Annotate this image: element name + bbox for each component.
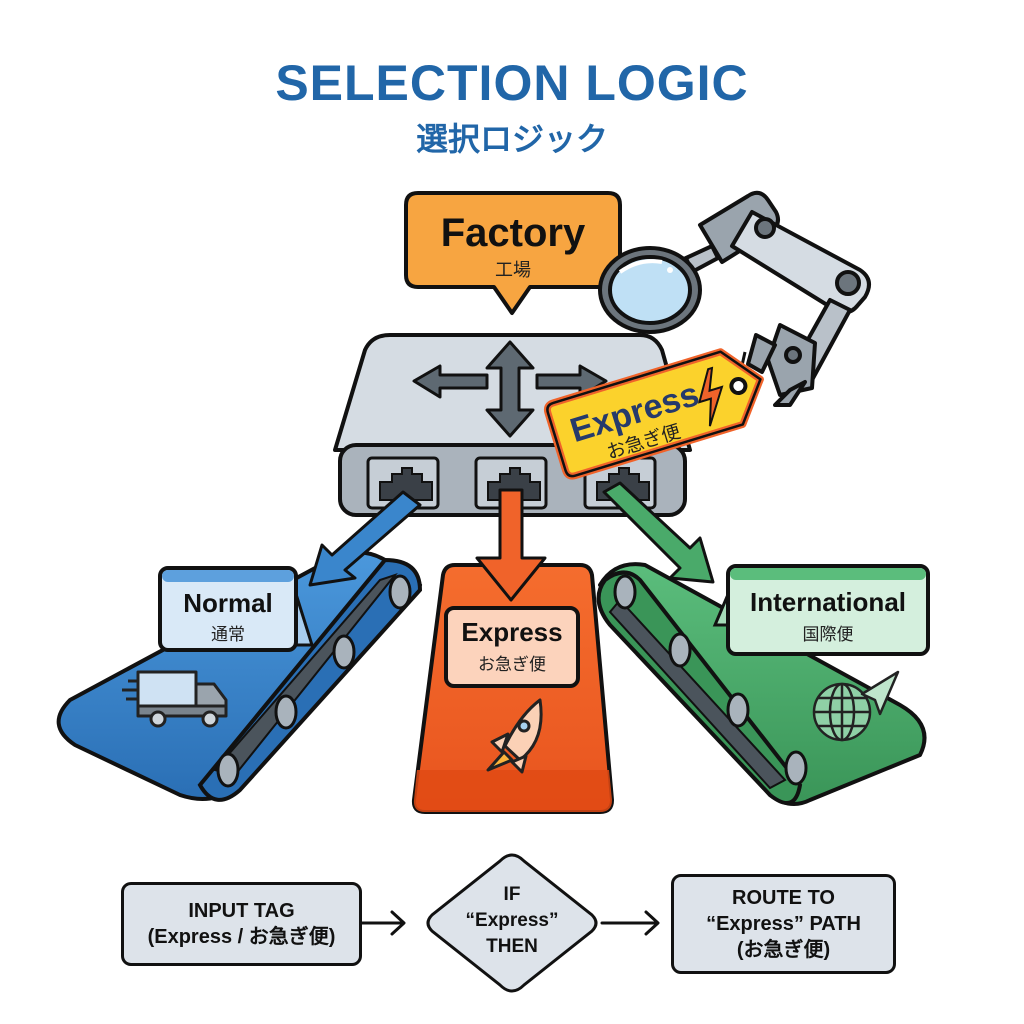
flow-route-box: ROUTE TO “Express” PATH (お急ぎ便) — [671, 874, 896, 974]
lane-international-label: International — [750, 587, 906, 617]
decision-line1: IF — [504, 884, 521, 905]
decision-line2: “Express” — [466, 910, 559, 931]
factory-speech-bubble: Factory 工場 — [404, 191, 622, 315]
globe-paper-plane-icon — [812, 670, 900, 742]
chute-express — [411, 563, 614, 814]
input-tag-line2: (Express / お急ぎ便) — [147, 926, 336, 948]
conveyor-rollers — [216, 574, 412, 788]
page-title: SELECTION LOGIC — [275, 55, 749, 111]
flow-decision-diamond: IF “Express” THEN — [426, 853, 598, 993]
conveyor-international — [596, 562, 927, 806]
factory-label: Factory — [441, 211, 586, 255]
lane-express-card[interactable]: Express お急ぎ便 — [444, 606, 580, 688]
robot-arm-icon — [698, 190, 871, 407]
magnifying-glass-icon — [598, 243, 721, 334]
lane-express-label: Express — [461, 617, 562, 647]
lane-normal-label: Normal — [183, 588, 273, 618]
route-line1: ROUTE TO — [732, 887, 835, 909]
rocket-icon — [486, 698, 543, 774]
conveyor-rollers — [613, 574, 808, 786]
flow-input-tag-box: INPUT TAG (Express / お急ぎ便) — [121, 882, 362, 966]
conveyor-normal — [56, 550, 423, 802]
delivery-truck-icon — [122, 670, 228, 728]
route-line3: (お急ぎ便) — [736, 939, 831, 961]
lane-international-card[interactable]: International 国際便 — [712, 564, 930, 656]
input-tag-line1: INPUT TAG — [188, 900, 295, 922]
arrow-to-international — [602, 481, 715, 584]
factory-label-jp: 工場 — [495, 260, 531, 281]
lane-normal-label-jp: 通常 — [211, 625, 245, 645]
flow-arrow-1 — [360, 910, 406, 936]
decision-line3: THEN — [486, 936, 538, 957]
lane-express-label-jp: お急ぎ便 — [478, 655, 546, 675]
arrow-to-express — [475, 488, 547, 602]
route-line2: “Express” PATH — [706, 913, 861, 935]
page-subtitle: 選択ロジック — [415, 120, 608, 158]
lightning-bolt-icon — [697, 366, 724, 427]
lane-international-label-jp: 国際便 — [803, 625, 854, 645]
flow-arrow-2 — [600, 910, 660, 936]
lane-normal-card[interactable]: Normal 通常 — [158, 566, 315, 652]
arrow-to-normal — [308, 490, 422, 587]
